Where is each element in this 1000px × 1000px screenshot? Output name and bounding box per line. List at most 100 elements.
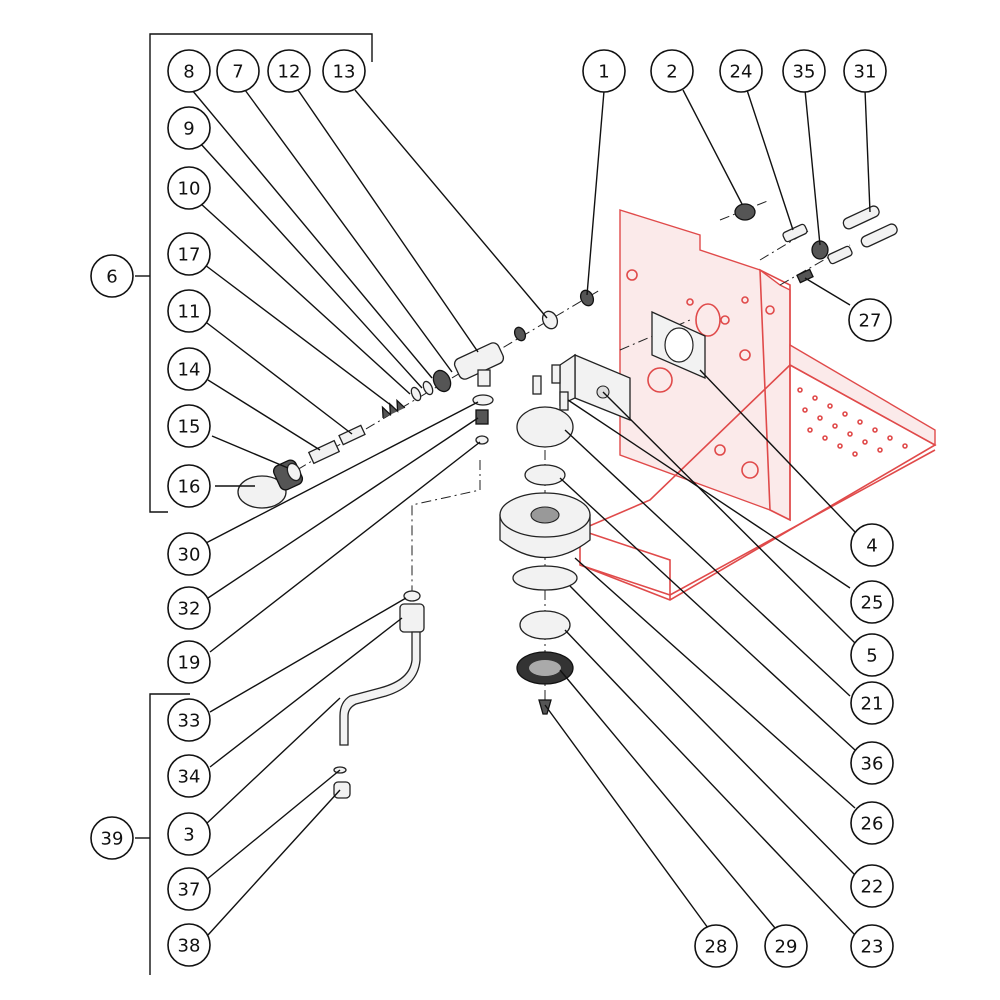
frame-side-bracket <box>759 268 791 522</box>
frame-tray-holes <box>797 387 908 457</box>
callout-label: 24 <box>730 62 753 83</box>
callout-circle <box>650 49 694 93</box>
callout-25: 25 <box>850 580 894 624</box>
callout-circle <box>167 232 211 276</box>
callout-label: 7 <box>232 62 243 83</box>
callout-label: 29 <box>775 937 798 958</box>
callout-4: 4 <box>850 523 894 567</box>
callout-21: 21 <box>850 681 894 725</box>
part-1-nut <box>579 289 595 307</box>
callout-label: 4 <box>866 536 877 557</box>
callout-label: 32 <box>178 599 201 620</box>
callout-15: 15 <box>167 404 211 448</box>
callout-30: 30 <box>167 532 211 576</box>
callout-circle <box>850 924 894 968</box>
part-17-spring <box>381 398 406 419</box>
callout-1: 1 <box>582 49 626 93</box>
leader-lines <box>191 89 871 936</box>
callout-label: 17 <box>178 245 201 266</box>
callout-2: 2 <box>650 49 694 93</box>
callout-label: 6 <box>106 267 117 288</box>
part-7-valve-body <box>453 342 505 387</box>
callout-circle <box>848 298 892 342</box>
callout-label: 12 <box>278 62 301 83</box>
callout-label: 39 <box>101 829 124 850</box>
bracket-group-6 <box>149 33 373 513</box>
callout-circle <box>322 49 366 93</box>
callout-circle <box>167 49 211 93</box>
callout-circle <box>843 49 887 93</box>
callout-circle <box>90 816 134 860</box>
callout-38: 38 <box>167 923 211 967</box>
callout-29: 29 <box>764 924 808 968</box>
callout-label: 2 <box>666 62 677 83</box>
callout-label: 16 <box>178 477 201 498</box>
callout-26: 26 <box>850 801 894 845</box>
callout-label: 11 <box>178 302 201 323</box>
callout-label: 33 <box>178 711 201 732</box>
part-25-screws <box>532 364 569 411</box>
callout-34: 34 <box>167 754 211 798</box>
callout-label: 13 <box>333 62 356 83</box>
part-19-washer <box>475 435 489 445</box>
part-13-fitting <box>541 310 559 330</box>
callout-label: 31 <box>854 62 877 83</box>
callout-39: 39 <box>90 816 134 860</box>
callout-circle <box>719 49 763 93</box>
callout-circle <box>167 404 211 448</box>
part-8-nut <box>432 369 452 393</box>
callout-circle <box>90 254 134 298</box>
callout-label: 8 <box>183 62 194 83</box>
callout-circle <box>850 633 894 677</box>
callout-13: 13 <box>322 49 366 93</box>
callout-label: 27 <box>859 311 882 332</box>
callout-7: 7 <box>216 49 260 93</box>
part-36-ring <box>524 464 566 486</box>
callout-circle <box>216 49 260 93</box>
part-24-bolt <box>782 223 808 243</box>
callout-label: 34 <box>178 767 201 788</box>
part-31-element-a <box>842 205 880 230</box>
callout-9: 9 <box>167 106 211 150</box>
callout-circle <box>167 586 211 630</box>
callout-label: 3 <box>183 825 194 846</box>
callout-label: 10 <box>178 179 201 200</box>
callout-label: 30 <box>178 545 201 566</box>
callout-circle <box>850 580 894 624</box>
callout-14: 14 <box>167 347 211 391</box>
callout-circle <box>167 289 211 333</box>
callout-label: 25 <box>861 593 884 614</box>
callout-label: 21 <box>861 694 884 715</box>
callout-circle <box>167 106 211 150</box>
callout-circle <box>694 924 738 968</box>
callout-label: 26 <box>861 814 884 835</box>
callout-16: 16 <box>167 464 211 508</box>
group-brackets <box>135 33 373 975</box>
part-16-knob <box>237 475 287 509</box>
callout-label: 14 <box>178 360 201 381</box>
part-23-shower-plate <box>519 610 571 640</box>
callout-36: 36 <box>850 741 894 785</box>
part-2-fitting <box>734 203 756 221</box>
part-14-spindle <box>307 439 341 465</box>
part-9-washer <box>422 380 434 396</box>
callout-label: 38 <box>178 936 201 957</box>
part-32-spring <box>475 409 489 425</box>
callout-3: 3 <box>167 812 211 856</box>
part-21-disc <box>516 406 574 448</box>
part-22-gasket <box>512 565 578 591</box>
part-29-screen-center <box>529 660 561 676</box>
callout-label: 19 <box>178 653 201 674</box>
callout-circle <box>167 347 211 391</box>
callout-circle <box>167 640 211 684</box>
callout-label: 36 <box>861 754 884 775</box>
callout-circle <box>167 698 211 742</box>
frame-plate-holes <box>626 269 775 479</box>
callout-circle <box>850 681 894 725</box>
callout-37: 37 <box>167 867 211 911</box>
part-15-nut <box>272 459 304 491</box>
part-3-steam-wand <box>339 631 421 746</box>
callout-28: 28 <box>694 924 738 968</box>
